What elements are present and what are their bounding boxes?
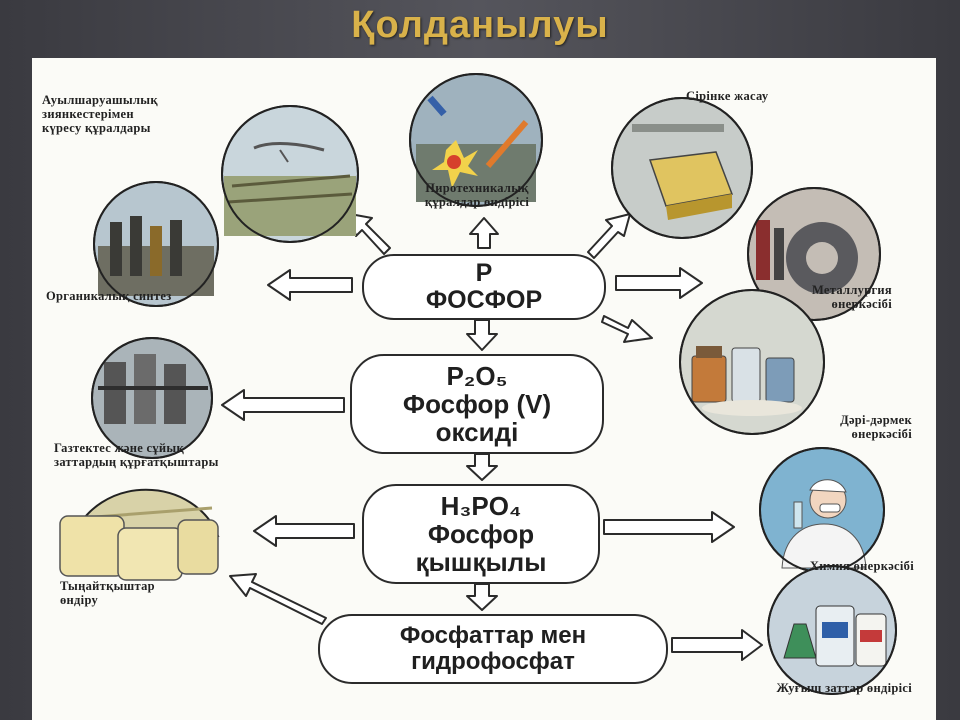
arrow-to-detergents [671,629,763,661]
diagram-panel: P ФОСФОР P₂O₅ Фосфор (V) оксиді H₃PO₄ Фо… [32,58,936,720]
matchbox-icon [611,97,753,239]
node-phosphates: Фосфаттар мен гидрофосфат [318,614,668,684]
arrow-to-chemical-industry [603,511,735,543]
arrow-to-pesticides [349,213,391,255]
arrow-to-fertilizers [253,515,355,547]
node-phosphorus-symbol: P [475,259,493,287]
arrow-phosphorus-to-oxide [466,319,498,351]
medicine-bottles-icon [679,289,825,435]
arrow-to-metallurgy [615,267,703,299]
node-phosphates-line1: Фосфаттар мен [399,622,587,650]
slide-title: Қолданылуы [351,4,609,46]
arrow-acid-to-phosphates [466,583,498,611]
detergent-bottles-icon [767,565,897,695]
arrow-oxide-to-acid [466,453,498,481]
node-oxide-formula: P₂O₅ [446,360,508,391]
fertilizer-sacks-icon [59,488,220,581]
label-chemical-industry: Химия өнеркәсібі [809,559,914,573]
label-metallurgy: Металлургия өнеркәсібі [811,283,892,311]
node-oxide-suffix: оксиді [435,417,519,448]
label-pyrotechnics: Пиротехникалық құралдар өндірісі [424,181,530,209]
crop-field-icon [221,105,359,243]
label-fertilizers: Тыңайтқыштар өндіру [60,579,155,607]
node-phosphorus-oxide: P₂O₅ Фосфор (V) оксиді [350,354,604,454]
label-pharmaceutical: Дәрі-дәрмек өнеркәсібі [840,413,912,441]
arrow-to-desiccants [221,389,345,421]
arrow-to-pyrotechnics [469,217,499,249]
arrow-to-matches [587,213,631,259]
label-desiccants: Газтектес және сұйық заттардың құрғатқыш… [54,441,219,469]
node-phosphorus-name: ФОСФОР [425,286,543,314]
pyrotechnics-icon [409,73,543,207]
gas-pipes-icon [91,337,213,459]
arrow-phosphates-to-fertilizers [229,573,327,625]
node-phosphoric-acid: H₃PO₄ Фосфор қышқылы [362,484,600,584]
metal-coil-icon [747,187,881,321]
chemistry-lab-icon [93,181,219,307]
label-pesticides: Ауылшаруашылық зиянкестерімен күресу құр… [42,93,158,135]
arrow-to-pharmaceutical [601,315,653,343]
node-acid-formula: H₃PO₄ [440,490,522,521]
label-matches: Сірінке жасау [686,89,769,103]
node-acid-suffix: қышқылы [415,547,547,578]
label-organic-synthesis: Органикалық синтез [46,289,172,303]
arrow-to-organic-synthesis [267,269,353,301]
node-phosphorus: P ФОСФОР [362,254,606,320]
diagram-graphics [59,73,897,695]
node-phosphates-line2: гидрофосфат [411,648,575,675]
scientist-icon [759,447,885,573]
node-acid-name: Фосфор [427,518,535,549]
node-oxide-name: Фосфор (V) [402,388,552,419]
label-detergents: Жуғыш заттар өндірісі [776,681,912,695]
